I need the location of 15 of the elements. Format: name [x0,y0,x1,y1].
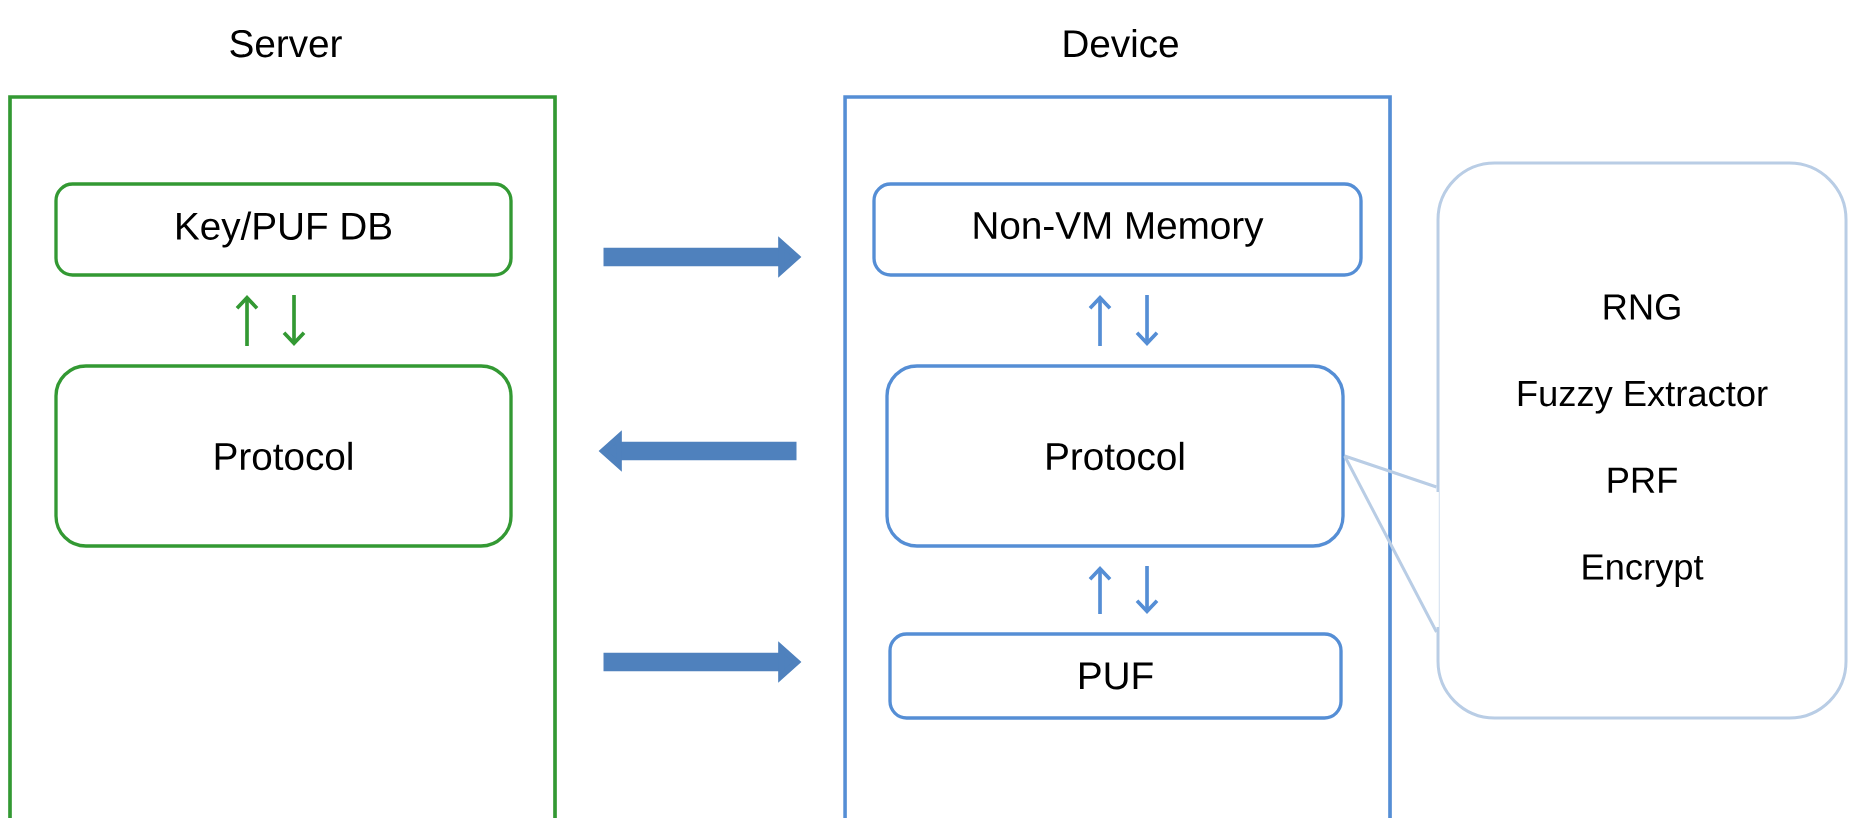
arrow [1135,566,1159,614]
callout-bubble: RNG Fuzzy Extractor PRF Encrypt [1434,161,1848,720]
arrow [1088,295,1112,346]
component-box: Key/PUF DB [54,182,513,277]
arrow [1088,566,1112,614]
arrow [235,295,259,346]
arrow [282,295,306,346]
arrow [1135,295,1159,346]
protocol-box: Protocol [885,364,1345,548]
component-box: Non-VM Memory [872,182,1363,277]
callout-pointer [1343,454,1438,634]
protocol-box: Protocol [54,364,513,548]
panel-title: Server [230,30,342,58]
component-box: PUF [888,632,1343,720]
panel-title: Device [1064,29,1178,58]
